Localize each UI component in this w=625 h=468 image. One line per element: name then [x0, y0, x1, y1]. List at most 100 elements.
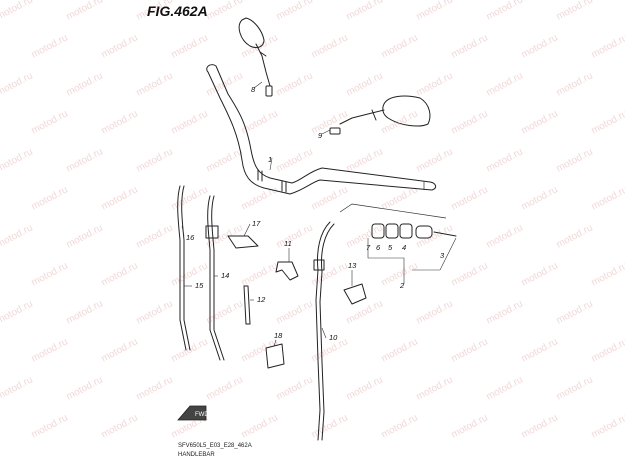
- watermark-text: motod.ru: [275, 298, 315, 326]
- cable-clamp: [227, 235, 259, 249]
- watermark-text: motod.ru: [310, 260, 350, 288]
- watermark-text: motod.ru: [0, 0, 35, 23]
- watermark-text: motod.ru: [485, 374, 525, 402]
- watermark-text: motod.ru: [275, 70, 315, 98]
- watermark-text: motod.ru: [65, 146, 105, 174]
- watermark-text: motod.ru: [345, 70, 385, 98]
- watermark-text: motod.ru: [135, 374, 175, 402]
- watermark-text: motod.ru: [450, 32, 490, 60]
- watermark-text: motod.ru: [170, 108, 210, 136]
- handlebar: [206, 64, 437, 195]
- watermark-text: motod.ru: [100, 32, 140, 60]
- figure-title: FIG.462A: [147, 3, 208, 19]
- watermark-text: motod.ru: [310, 32, 350, 60]
- watermark-text: motod.ru: [415, 222, 455, 250]
- watermark-text: motod.ru: [100, 336, 140, 364]
- watermark-text: motod.ru: [415, 70, 455, 98]
- watermark-text: motod.ru: [380, 336, 420, 364]
- watermark-text: motod.ru: [520, 32, 560, 60]
- watermark-text: motod.ru: [240, 184, 280, 212]
- watermark-text: motod.ru: [520, 336, 560, 364]
- callout-15: 15: [195, 281, 204, 290]
- watermark-text: motod.ru: [240, 108, 280, 136]
- watermark-text: motod.ru: [205, 222, 245, 250]
- watermark-text: motod.ru: [135, 146, 175, 174]
- watermark-text: motod.ru: [590, 108, 625, 136]
- callout-11: 11: [284, 239, 292, 248]
- callout-5: 5: [388, 243, 393, 252]
- watermark-text: motod.ru: [205, 374, 245, 402]
- callout-10: 10: [329, 333, 338, 342]
- choke-cables: [177, 185, 225, 361]
- watermark-text: motod.ru: [520, 412, 560, 440]
- watermark-text: motod.ru: [520, 184, 560, 212]
- callout-3: 3: [440, 251, 445, 260]
- watermark-text: motod.ru: [520, 260, 560, 288]
- watermark-text: motod.ru: [30, 32, 70, 60]
- watermark-text: motod.ru: [555, 374, 595, 402]
- watermark-text: motod.ru: [345, 0, 385, 23]
- watermark-text: motod.ru: [65, 374, 105, 402]
- section-name: HANDLEBAR: [178, 452, 215, 458]
- watermark-text: motod.ru: [0, 298, 35, 326]
- fwd-badge: FWD: [177, 405, 209, 421]
- watermark-text: motod.ru: [170, 32, 210, 60]
- watermark-text: motod.ru: [555, 222, 595, 250]
- watermark-text: motod.ru: [485, 146, 525, 174]
- watermark-text: motod.ru: [275, 374, 315, 402]
- watermark-text: motod.ru: [170, 184, 210, 212]
- watermark-text: motod.ru: [415, 0, 455, 23]
- watermark-text: motod.ru: [310, 184, 350, 212]
- callout-12: 12: [257, 295, 266, 304]
- callout-18: 18: [274, 331, 283, 340]
- watermark-text: motod.ru: [450, 412, 490, 440]
- watermark-text: motod.ru: [205, 0, 245, 23]
- watermark-text: motod.ru: [450, 184, 490, 212]
- watermark-text: motod.ru: [0, 70, 35, 98]
- watermark-text: motod.ru: [275, 0, 315, 23]
- watermark-text: motod.ru: [170, 336, 210, 364]
- callout-14: 14: [221, 271, 229, 280]
- watermark-text: motod.ru: [100, 412, 140, 440]
- watermark-text: motod.ru: [30, 260, 70, 288]
- watermark-text: motod.ru: [30, 412, 70, 440]
- mirror-left: [238, 17, 273, 97]
- watermark-text: motod.ru: [380, 32, 420, 60]
- watermark-text: motod.ru: [450, 336, 490, 364]
- watermark-text: motod.ru: [485, 0, 525, 23]
- watermark-text: motod.ru: [0, 222, 35, 250]
- watermark-text: motod.ru: [450, 108, 490, 136]
- callout-1: 1: [268, 155, 272, 164]
- watermark-text: motod.ru: [590, 184, 625, 212]
- mirror-right: [329, 95, 431, 135]
- watermark-text: motod.ru: [415, 146, 455, 174]
- watermark-text: motod.ru: [555, 0, 595, 23]
- watermark-text: motod.ru: [65, 298, 105, 326]
- watermark-text: motod.ru: [590, 32, 625, 60]
- callout-2: 2: [399, 281, 405, 290]
- throttle-cable: [313, 221, 335, 441]
- watermark-text: motod.ru: [415, 374, 455, 402]
- watermark-text: motod.ru: [135, 70, 175, 98]
- callouts: 1 2 3 4 5 6 7 8 9 10 11 12 13 14 15 16 1…: [186, 85, 445, 342]
- callout-13: 13: [348, 261, 357, 270]
- watermark-layer: motod.ru motod.ru motod.ru motod.ru motod.ru…: [0, 0, 625, 441]
- watermark-text: motod.ru: [380, 108, 420, 136]
- model-code: SFV650L5_E03_E28_462A: [178, 443, 252, 449]
- watermark-text: motod.ru: [205, 298, 245, 326]
- watermark-text: motod.ru: [310, 412, 350, 440]
- watermark-text: motod.ru: [345, 146, 385, 174]
- callout-16: 16: [186, 233, 195, 242]
- watermark-text: motod.ru: [205, 70, 245, 98]
- watermark-text: motod.ru: [485, 222, 525, 250]
- watermark-text: motod.ru: [30, 184, 70, 212]
- watermark-text: motod.ru: [65, 222, 105, 250]
- watermark-text: motod.ru: [0, 374, 35, 402]
- watermark-text: motod.ru: [380, 412, 420, 440]
- callout-6: 6: [376, 243, 381, 252]
- watermark-text: motod.ru: [135, 222, 175, 250]
- watermark-text: motod.ru: [555, 70, 595, 98]
- callout-17: 17: [252, 219, 261, 228]
